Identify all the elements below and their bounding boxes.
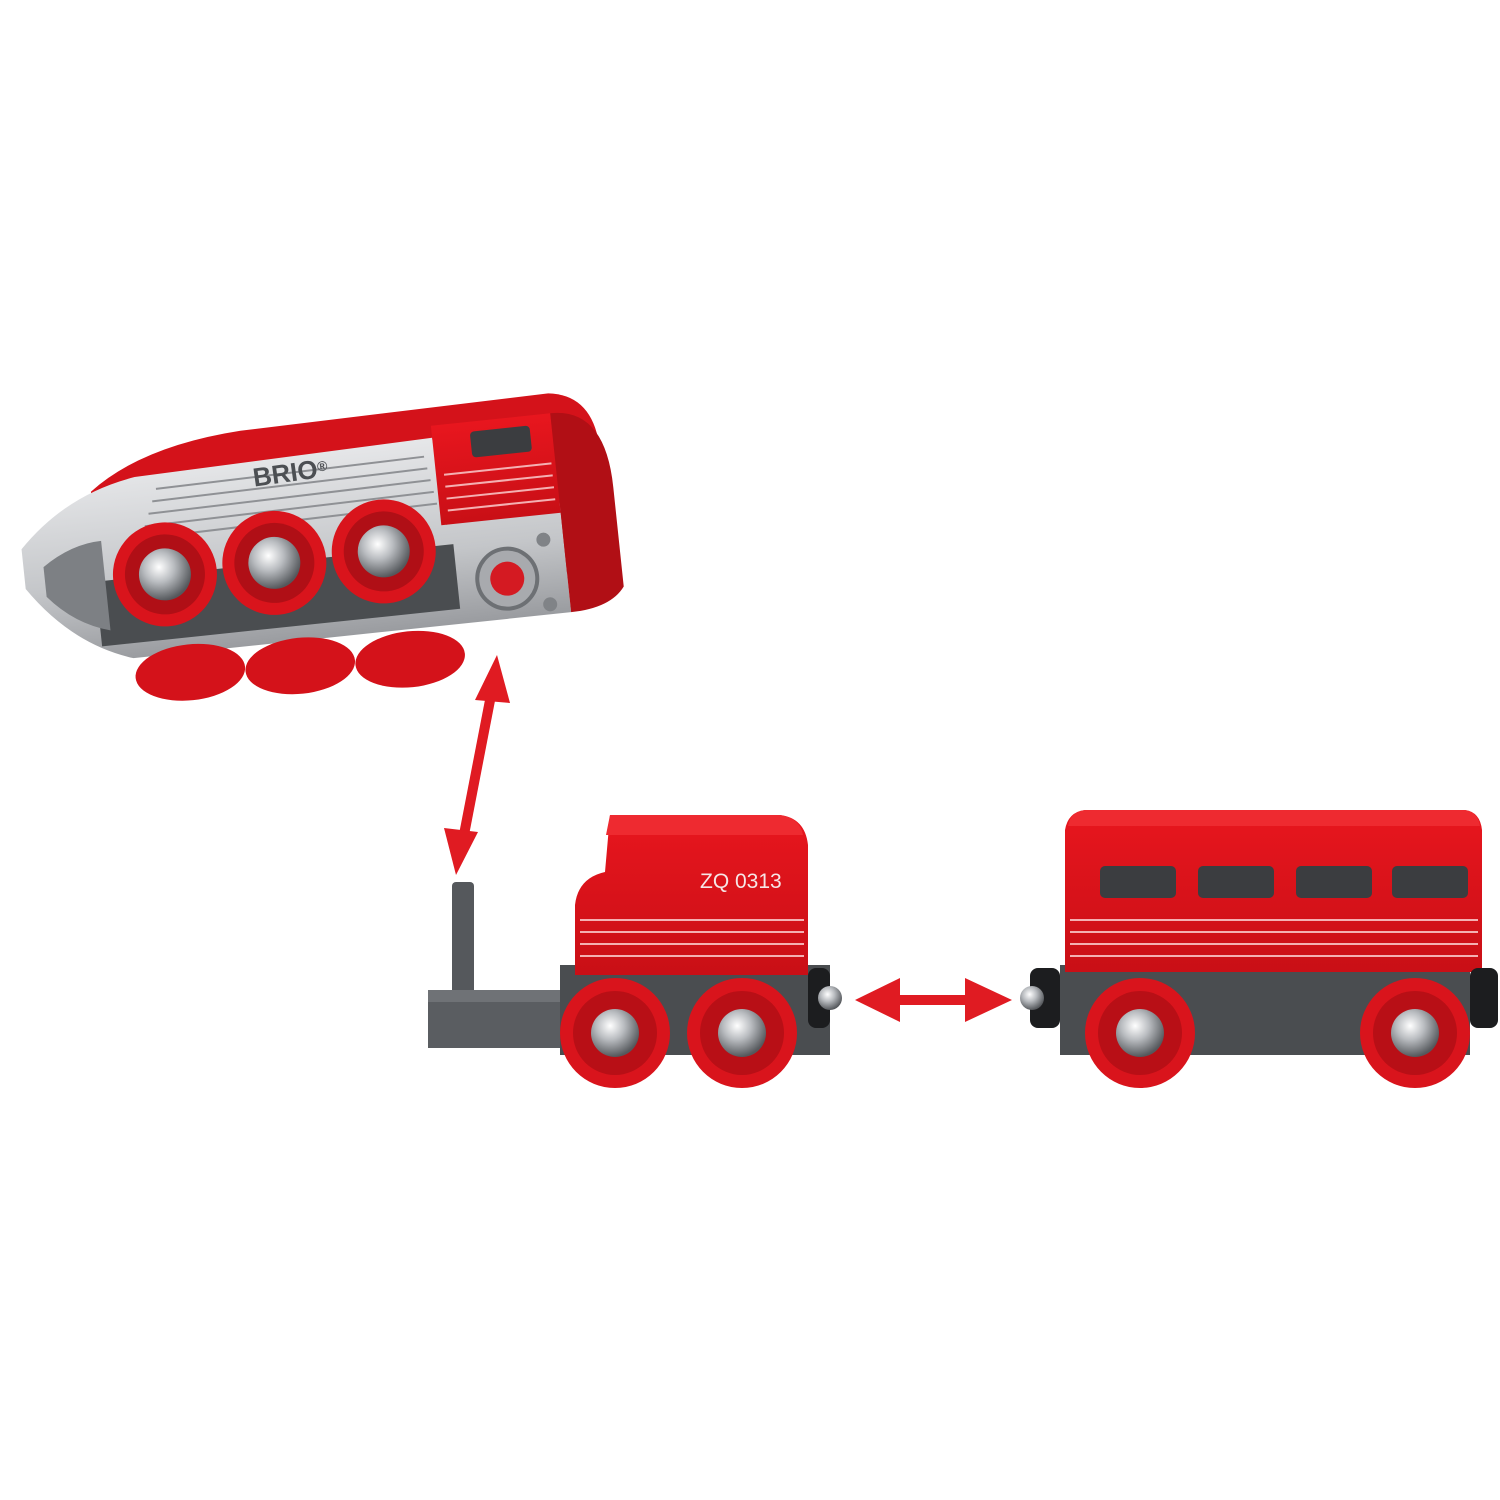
wagon-window-3 [1296, 866, 1372, 898]
base-wheel-2 [687, 978, 797, 1088]
locomotive-number: ZQ 0313 [700, 870, 782, 893]
wagon-windows [1100, 866, 1468, 898]
wagon-window-2 [1198, 866, 1274, 898]
wagon-wheel-2 [1360, 978, 1470, 1088]
base-cab-top [606, 815, 803, 835]
wagon-stripes [1070, 919, 1478, 957]
base-cab [575, 815, 808, 975]
base-wheel-1 [560, 978, 670, 1088]
locomotive-base: ZQ 0313 [428, 815, 842, 1088]
shell-screw-1 [536, 532, 551, 547]
wagon-coupler-right [1470, 968, 1498, 1028]
wagon-roof [1068, 810, 1480, 826]
wagon-coupler-left-magnet [1020, 986, 1044, 1010]
base-cab-stripes [580, 919, 804, 957]
shell-cab-window [470, 425, 532, 458]
shell-cab-stripes [443, 462, 556, 512]
vertical-double-arrow [444, 655, 510, 875]
shell-screw-2 [543, 597, 558, 612]
base-plate-top [428, 990, 588, 1002]
locomotive-shell: BRIO® [21, 393, 624, 701]
shell-front-opening [43, 540, 111, 631]
horizontal-double-arrow [855, 978, 1012, 1022]
wagon-window-1 [1100, 866, 1176, 898]
shell-wheel-1 [112, 522, 217, 627]
shell-end [550, 412, 624, 613]
passenger-wagon [1020, 810, 1498, 1088]
wagon-coupler-left [1030, 968, 1060, 1028]
shell-socket-hole [490, 561, 525, 596]
base-pin [452, 882, 474, 1002]
shell-wheel-rim-2 [245, 637, 356, 695]
shell-wheel-2 [222, 510, 327, 615]
wagon-window-4 [1392, 866, 1468, 898]
base-coupler-magnet [818, 986, 842, 1010]
shell-wheel-3 [331, 499, 436, 604]
shell-wheel-rim-1 [135, 643, 246, 701]
wagon-wheel-1 [1085, 978, 1195, 1088]
shell-wheel-rim-3 [355, 630, 465, 688]
